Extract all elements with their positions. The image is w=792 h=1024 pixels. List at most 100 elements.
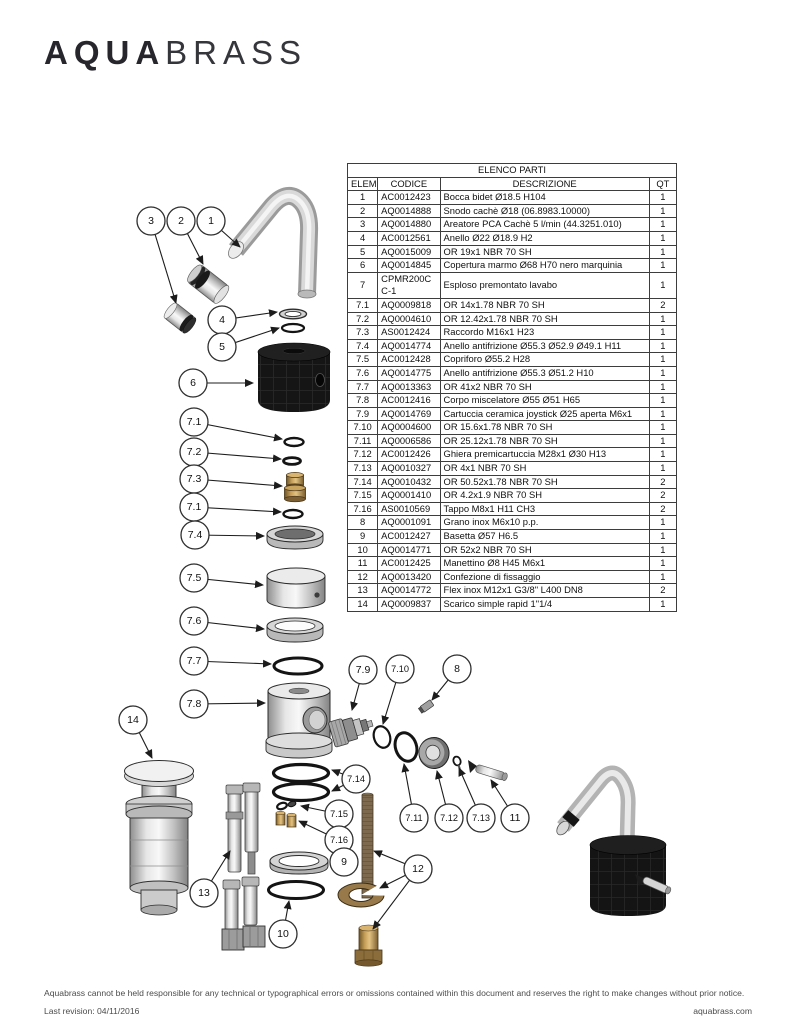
cell-codice: AQ0014774 [377,338,441,354]
cell-descrizione: Basetta Ø57 H6.5 [439,529,650,544]
parts-table-head: ELENCO PARTI ELEM CODICE DESCRIZIONE QT [346,163,678,192]
svg-text:7.8: 7.8 [187,698,202,710]
balloon-7-3: 7.3 [179,464,209,494]
cell-descrizione: Areatore PCA Cachè 5 l/min (44.3251.010) [439,217,650,232]
svg-text:12: 12 [412,863,424,875]
cell-codice: AQ0014769 [377,406,441,422]
part-anello-7-4 [266,525,324,550]
brand-logo: AQUABRASS [44,36,307,69]
cell-qt: 1 [648,529,678,544]
part-oring-5 [280,322,306,334]
table-row: 13 AQ0014772 Flex inox M12x1 G3/8" L400 … [346,583,678,598]
balloon-7-10: 7.10 [385,654,415,684]
balloon-1: 1 [196,206,226,236]
cell-descrizione: OR 25.12x1.78 NBR 70 SH [439,433,650,449]
balloon-7-14: 7.14 [341,764,371,794]
cell-descrizione: Grano inox M6x10 p.p. [439,515,650,531]
balloon-2: 2 [166,206,196,236]
table-header-row: ELEM CODICE DESCRIZIONE QT [346,176,678,192]
col-header-qt: QT [648,176,678,192]
cell-descrizione: Anello Ø22 Ø18.9 H2 [439,230,650,246]
svg-text:7.3: 7.3 [187,473,202,485]
balloon-7-6: 7.6 [179,606,209,636]
cell-codice: AQ0010432 [377,474,441,490]
part-oring-7-13 [452,755,462,770]
cell-elem: 7.4 [346,338,379,354]
cell-qt: 1 [648,311,678,327]
balloon-7-4: 7.4 [180,520,210,550]
table-row: 7.7 AQ0013363 OR 41x2 NBR 70 SH 1 [346,379,678,395]
svg-text:7.4: 7.4 [188,529,203,541]
svg-text:7.1: 7.1 [187,416,202,428]
table-row: 7.4 AQ0014774 Anello antifrizione Ø55.3 … [346,338,678,354]
balloon-3: 3 [136,206,166,236]
part-spout [228,187,319,299]
cell-elem: 7.7 [346,379,379,395]
cell-descrizione: Cartuccia ceramica joystick Ø25 aperta M… [439,406,650,422]
cell-elem: 6 [346,258,379,273]
svg-text:3: 3 [148,215,154,227]
svg-text:7.2: 7.2 [187,446,202,458]
cell-qt: 1 [648,597,678,612]
cell-elem: 1 [346,190,379,205]
cell-descrizione: OR 4.2x1.9 NBR 70 SH [439,488,650,503]
table-title: ELENCO PARTI [347,163,677,178]
cell-codice: AQ0014888 [377,203,441,219]
cell-codice: AQ0013420 [377,569,441,585]
cell-codice: AC0012427 [377,529,441,544]
cell-qt: 1 [648,556,678,571]
col-header-descrizione: DESCRIZIONE [439,176,650,192]
part-oring-7-2 [282,456,302,466]
svg-text:5: 5 [219,341,225,353]
cell-codice: AQ0001091 [377,515,441,531]
part-flex-hoses [221,782,266,951]
cell-descrizione: Copertura marmo Ø68 H70 nero marquinia [439,258,650,273]
cell-codice: AQ0004600 [377,420,441,435]
svg-text:7.16: 7.16 [330,835,348,845]
part-marble-cover [257,342,331,412]
cell-elem: 7.13 [346,461,379,476]
balloon-7-7: 7.7 [179,646,209,676]
cell-codice: AC0012428 [377,352,441,367]
part-raccordo [284,472,306,503]
cell-descrizione: Tappo M8x1 H11 CH3 [439,501,650,517]
balloon-14: 14 [118,705,148,735]
cell-descrizione: Bocca bidet Ø18.5 H104 [439,190,650,205]
balloon-7-13: 7.13 [466,803,496,833]
cell-descrizione: Scarico simple rapid 1"1/4 [439,597,650,612]
cell-codice: AQ0013363 [377,379,441,395]
cell-elem: 7.5 [346,352,379,367]
cell-qt: 1 [648,542,678,558]
cell-qt: 1 [648,393,678,408]
table-row: 9 AC0012427 Basetta Ø57 H6.5 1 [346,529,678,544]
cell-qt: 1 [648,433,678,449]
cell-descrizione: OR 50.52x1.78 NBR 70 SH [439,474,650,490]
svg-text:7.1: 7.1 [187,501,202,513]
cell-elem: 14 [346,597,379,612]
table-row: 7.11 AQ0006586 OR 25.12x1.78 NBR 70 SH 1 [346,433,678,449]
svg-text:4: 4 [219,314,225,326]
balloon-9: 9 [329,847,359,877]
table-row: 7.6 AQ0014775 Anello antifrizione Ø55.3 … [346,365,678,381]
cell-descrizione: Anello antifrizione Ø55.3 Ø52.9 Ø49.1 H1… [439,338,650,354]
cell-elem: 7.10 [346,420,379,435]
svg-text:6: 6 [190,377,196,389]
table-row: 4 AC0012561 Anello Ø22 Ø18.9 H2 1 [346,230,678,246]
cell-qt: 1 [648,338,678,354]
cell-descrizione: Ghiera premicartuccia M28x1 Ø30 H13 [439,447,650,463]
cell-codice: AQ0006586 [377,433,441,449]
brand-logo-light: BRASS [165,34,308,71]
table-row: 7 CPMR200CC-1 Esploso premontato lavabo … [346,271,678,299]
cell-qt: 1 [648,352,678,367]
cell-descrizione: Raccordo M16x1 H23 [439,325,650,340]
table-row: 5 AQ0015009 OR 19x1 NBR 70 SH 1 [346,244,678,260]
cell-codice: AQ0014772 [377,583,441,598]
part-oring-7-11 [393,731,419,763]
cell-codice: AQ0014775 [377,365,441,381]
cell-codice: AC0012425 [377,556,441,571]
cell-elem: 12 [346,569,379,585]
part-oring-7-1b [282,508,304,520]
svg-text:10: 10 [277,928,289,940]
part-set-screw [417,699,434,714]
cell-descrizione: Confezione di fissaggio [439,569,650,585]
